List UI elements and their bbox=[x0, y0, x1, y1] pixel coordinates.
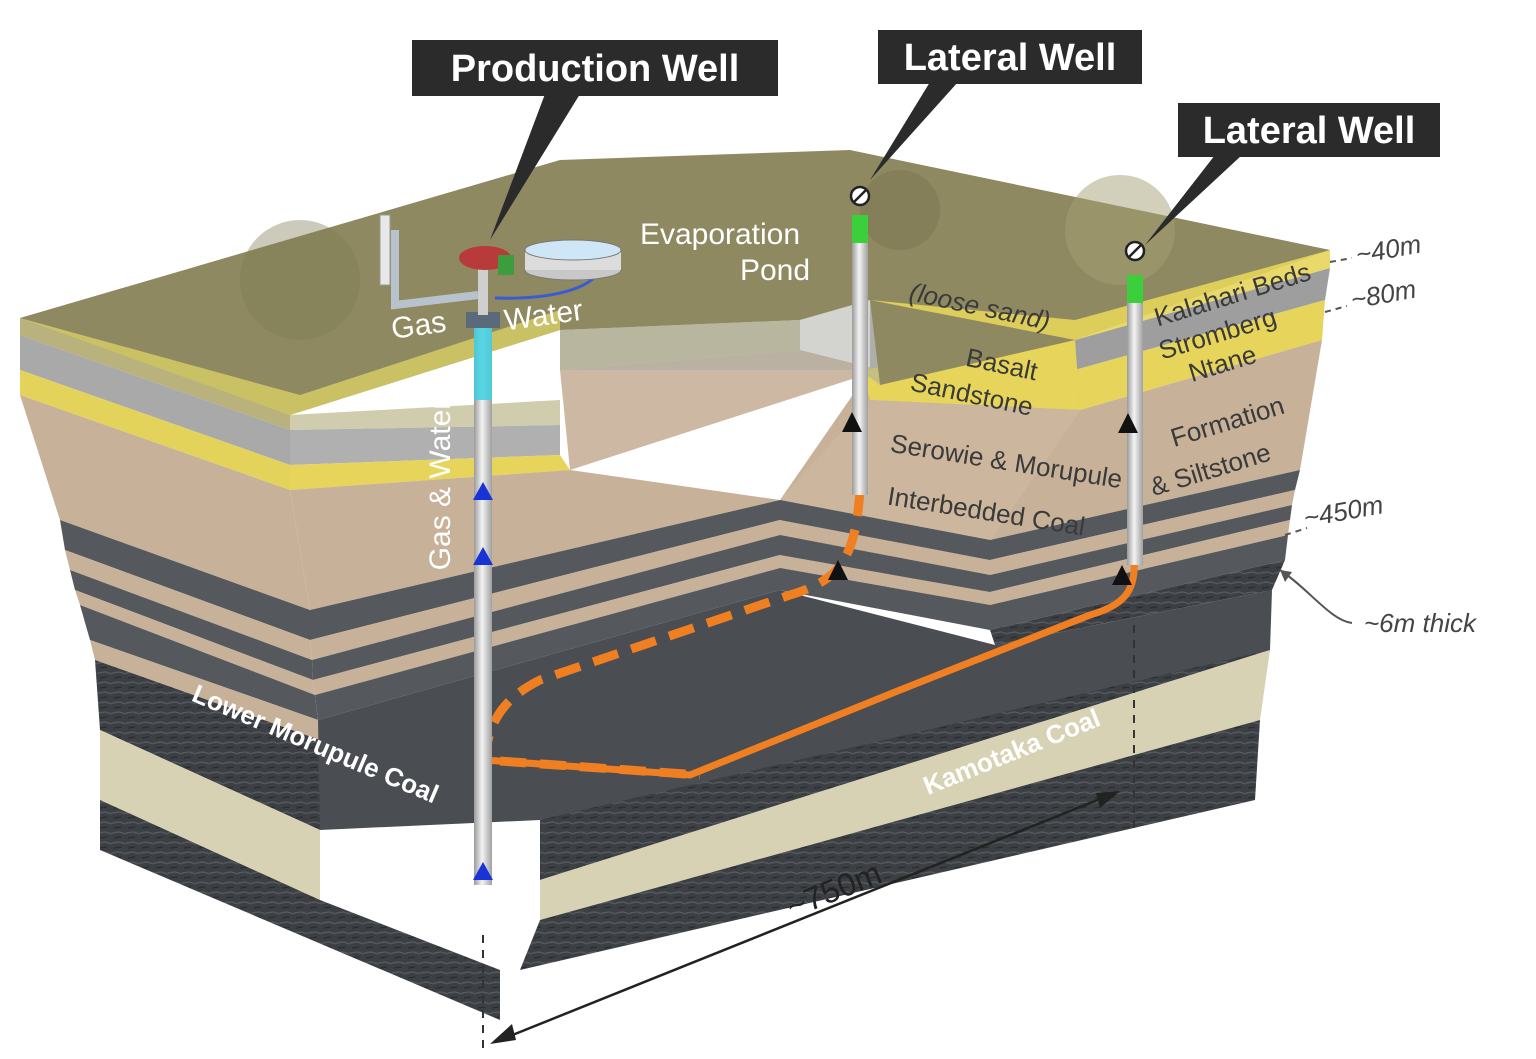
top-surface bbox=[20, 150, 1330, 415]
depth-450m-label: ~450m bbox=[1301, 489, 1385, 532]
lateral-arrow-1a bbox=[842, 412, 862, 432]
gas-label: Gas bbox=[389, 305, 448, 345]
lateral-arrow-1b bbox=[828, 560, 848, 580]
depth-80m-label: ~80m bbox=[1348, 274, 1418, 315]
callout-lateral-well-1-text: Lateral Well bbox=[904, 37, 1117, 79]
lateral-path-solid bbox=[484, 559, 1138, 779]
depth-markers bbox=[1284, 257, 1353, 536]
lateral-well-1 bbox=[828, 185, 871, 580]
lateral-path-dashed bbox=[480, 489, 865, 780]
coal-floor bbox=[318, 590, 1272, 830]
lateral-arrow-2a bbox=[1118, 413, 1138, 433]
callout-production-well-text: Production Well bbox=[451, 48, 740, 90]
depth-40m-label: ~40m bbox=[1353, 229, 1423, 270]
callout-production-well: Production Well bbox=[412, 40, 778, 240]
distance-arrow bbox=[490, 791, 1120, 1044]
production-well bbox=[379, 214, 622, 885]
callout-lateral-well-1: Lateral Well bbox=[870, 30, 1142, 180]
flow-arrow-3 bbox=[473, 862, 493, 880]
evaporation-label-line1: Evaporation bbox=[640, 218, 800, 251]
flow-arrow-2 bbox=[473, 547, 493, 565]
thickness-label: ~6m thick bbox=[1364, 608, 1478, 638]
gas-flare-icon bbox=[379, 214, 391, 286]
lateral-arrow-2b bbox=[1112, 565, 1132, 585]
thickness-leader bbox=[1279, 569, 1353, 624]
front-left-face bbox=[20, 318, 500, 1020]
evaporation-label-line2: Pond bbox=[740, 254, 810, 287]
flow-arrow-1 bbox=[473, 482, 493, 500]
gas-water-label: Gas & Water bbox=[424, 400, 457, 571]
gas-line bbox=[391, 230, 479, 310]
callout-lateral-well-2: Lateral Well bbox=[1145, 103, 1440, 245]
callout-lateral-well-2-text: Lateral Well bbox=[1203, 110, 1416, 152]
evaporation-pond-icon bbox=[524, 239, 622, 281]
lateral-well-2 bbox=[1112, 240, 1146, 585]
reference-lines bbox=[482, 625, 1135, 1050]
